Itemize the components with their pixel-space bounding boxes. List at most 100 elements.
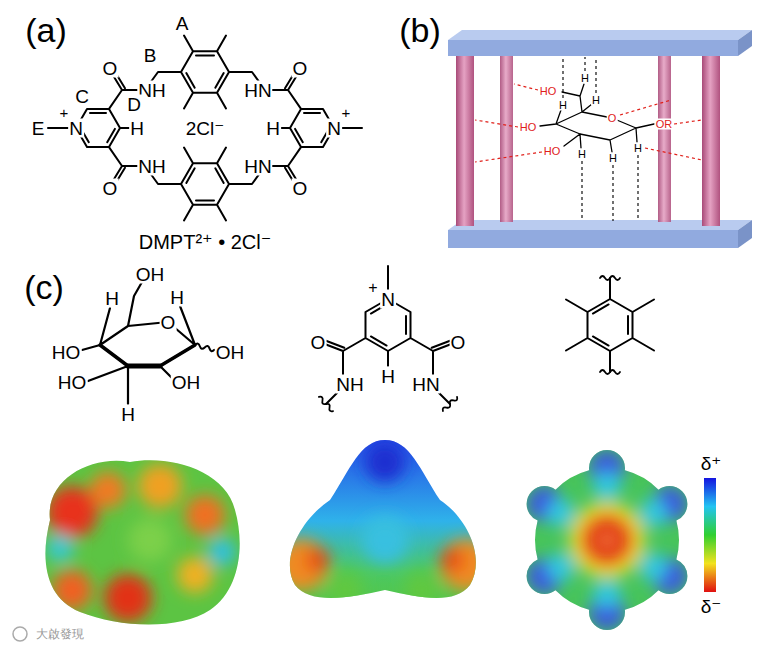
charge-sign: + — [341, 105, 352, 120]
amide-linker — [229, 147, 301, 186]
esp-patch — [361, 516, 409, 564]
top-slab-side — [738, 30, 752, 56]
esp-patch — [404, 572, 440, 608]
esp-patch — [128, 518, 172, 562]
esp-patch — [579, 512, 635, 568]
top-slab-top — [448, 30, 752, 40]
scale-label: δ⁺ — [700, 454, 723, 473]
esp-patch — [640, 553, 668, 581]
esp-patches — [276, 442, 492, 608]
charge-sign: + — [367, 280, 378, 296]
atom-label: H — [633, 143, 643, 154]
truncation-mark — [442, 396, 459, 413]
atom-label: H — [577, 149, 587, 160]
panel-letter: (c) — [23, 270, 65, 304]
atom-label: O — [607, 113, 618, 124]
esp-patches — [46, 464, 236, 622]
top-slab-front — [448, 40, 738, 56]
esp-surface — [520, 445, 695, 635]
atom-label: O — [450, 333, 467, 352]
bottom-slab-side — [738, 220, 752, 248]
proton-label: E — [31, 119, 46, 138]
proton-label: A — [175, 14, 190, 33]
esp-map-pyridinium — [276, 436, 492, 608]
charge-sign: + — [59, 105, 70, 120]
esp-patch — [440, 548, 464, 572]
proton-label: D — [126, 95, 142, 114]
esp-surface — [30, 440, 260, 640]
atom-label: H — [265, 119, 281, 138]
atom-label: HO — [543, 146, 562, 157]
color-scale-bar — [704, 478, 716, 592]
back-pillar — [500, 46, 513, 222]
esp-patch — [177, 557, 213, 593]
esp-patch — [327, 572, 363, 608]
panel-letter: (b) — [398, 13, 442, 47]
atom-label: HN — [243, 157, 272, 176]
atom-label: O — [292, 59, 309, 78]
durene-ring — [181, 148, 229, 221]
atom-label: HN — [411, 375, 440, 394]
esp-patch — [593, 472, 621, 500]
esp-patch — [46, 534, 74, 562]
esp-patch — [440, 539, 492, 591]
atom-label: H — [608, 153, 618, 164]
esp-patch — [599, 532, 615, 548]
atom-label: NH — [335, 375, 364, 394]
esp-patch — [208, 538, 236, 566]
atom-label: O — [102, 179, 119, 198]
atom-label: O — [160, 313, 177, 332]
glucose-front-edge — [128, 364, 160, 369]
esp-patch — [138, 464, 182, 508]
esp-patch — [547, 553, 575, 581]
atom-label: H — [120, 405, 136, 424]
atom-label: OH — [135, 265, 166, 284]
esp-patch — [104, 574, 152, 622]
truncation-mark — [600, 276, 620, 280]
atom-label: H — [104, 289, 120, 308]
esp-patch — [585, 518, 629, 562]
watermark-logo — [13, 627, 27, 641]
back-pillar — [658, 46, 671, 222]
atom-label: N — [68, 119, 84, 138]
amide-linker — [109, 70, 181, 109]
esp-map-glucose — [30, 440, 260, 640]
fragment-structures — [82, 266, 654, 412]
watermark: 大啟發現 — [35, 628, 85, 640]
atom-label: N — [326, 119, 342, 138]
bottom-slab-front — [448, 230, 738, 248]
esp-patch — [90, 472, 126, 508]
atom-label: HO — [539, 86, 558, 97]
durene-ring — [181, 36, 229, 109]
truncation-mark — [600, 370, 620, 374]
host-cartoon — [448, 30, 752, 248]
esp-patch — [569, 502, 645, 578]
amide-linker — [109, 147, 181, 186]
hexamethylbenzene-fragment — [566, 278, 654, 372]
proton-label: B — [143, 46, 158, 65]
atom-label: H — [591, 95, 601, 106]
atom-label: O — [102, 59, 119, 78]
esp-patch — [547, 499, 575, 527]
atom-label: H — [558, 100, 568, 111]
front-pillar — [456, 54, 474, 226]
atom-label: H — [380, 367, 396, 386]
scale-label: δ⁻ — [700, 597, 723, 616]
atom-label: NH — [137, 157, 166, 176]
esp-patch — [593, 580, 621, 608]
amide-linker — [229, 70, 301, 109]
atom-label: OR — [655, 119, 674, 130]
atom-label: N — [380, 290, 396, 309]
atom-label: HO — [57, 373, 88, 392]
atom-label: HN — [243, 81, 272, 100]
counterion-label: 2Cl⁻ — [185, 119, 226, 138]
front-pillar — [702, 54, 720, 226]
esp-patch — [306, 548, 330, 572]
panel-letter: (a) — [24, 13, 68, 47]
proton-label: C — [74, 87, 90, 106]
esp-patch — [46, 486, 98, 538]
esp-patch — [185, 495, 225, 535]
atom-label: H — [169, 288, 185, 307]
